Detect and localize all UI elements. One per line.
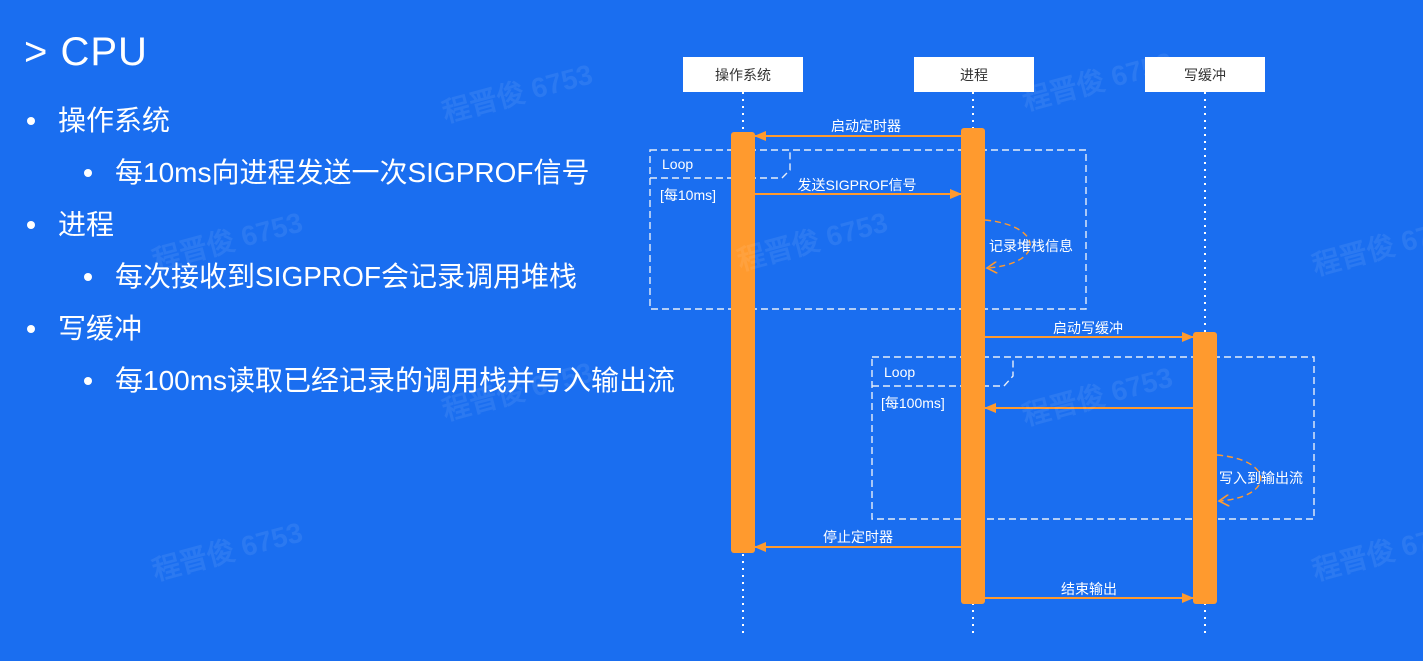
message-label: 记录堆栈信息 xyxy=(989,238,1073,254)
arrow-write-stream xyxy=(1216,454,1262,501)
loop-condition: [每100ms] xyxy=(881,395,945,411)
page-title: > CPU xyxy=(24,30,148,74)
arrow-record-stack xyxy=(984,219,1031,268)
bullet-item: 操作系统 xyxy=(27,104,171,138)
bullet-item: 每10ms向进程发送一次SIGPROF信号 xyxy=(84,156,590,190)
loop-tag: Loop xyxy=(884,364,915,380)
participant-buffer: 写缓冲 xyxy=(1145,57,1265,92)
bullet-text: 进程 xyxy=(58,209,115,240)
loop-condition: [每10ms] xyxy=(660,187,716,203)
message-label: 启动写缓冲 xyxy=(1053,320,1123,336)
message-label: 发送SIGPROF信号 xyxy=(797,177,916,193)
bullet-dot xyxy=(84,377,92,385)
participant-os: 操作系统 xyxy=(683,57,803,92)
participant-process: 进程 xyxy=(914,57,1034,92)
bullet-item: 进程 xyxy=(27,208,115,242)
bullet-dot xyxy=(84,169,92,177)
loop-tag: Loop xyxy=(662,156,693,172)
message-label: 结束输出 xyxy=(1061,581,1117,597)
bullet-text: 每100ms读取已经记录的调用栈并写入输出流 xyxy=(115,365,676,396)
message-label: 停止定时器 xyxy=(823,529,893,545)
bullet-dot xyxy=(27,325,35,333)
participant-label: 写缓冲 xyxy=(1184,67,1226,83)
bullet-item: 每100ms读取已经记录的调用栈并写入输出流 xyxy=(84,364,676,398)
bullet-item: 每次接收到SIGPROF会记录调用堆栈 xyxy=(84,260,578,294)
loop-frame-100ms: Loop [每100ms] xyxy=(871,356,1315,520)
activation-process xyxy=(961,128,985,604)
bullet-text: 写缓冲 xyxy=(58,313,143,344)
bullet-text: 操作系统 xyxy=(58,105,171,136)
bullet-dot xyxy=(27,117,35,125)
participant-label: 操作系统 xyxy=(715,67,771,83)
bullet-text: 每10ms向进程发送一次SIGPROF信号 xyxy=(115,157,590,188)
bullet-text: 每次接收到SIGPROF会记录调用堆栈 xyxy=(115,261,578,292)
bullet-dot xyxy=(84,273,92,281)
activation-os xyxy=(731,132,755,553)
bullet-dot xyxy=(27,221,35,229)
participant-label: 进程 xyxy=(960,67,988,83)
activation-buffer xyxy=(1193,332,1217,604)
bullet-item: 写缓冲 xyxy=(27,312,143,346)
loop-frame-10ms: Loop [每10ms] xyxy=(649,149,1087,310)
message-label: 写入到输出流 xyxy=(1219,470,1303,486)
message-label: 启动定时器 xyxy=(831,118,901,134)
